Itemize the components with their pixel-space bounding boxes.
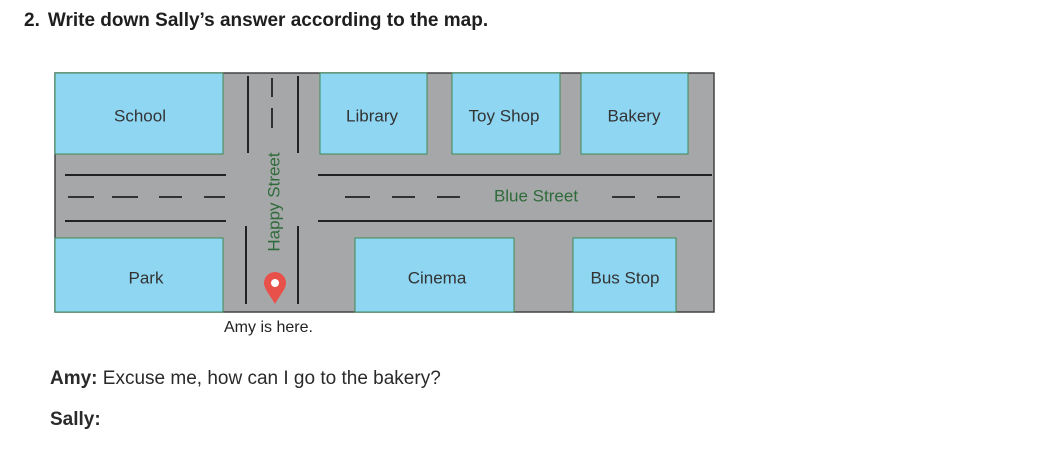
- label-happy-street: Happy Street: [264, 152, 283, 251]
- marker-caption: Amy is here.: [224, 319, 313, 336]
- label-school: School: [114, 106, 166, 125]
- label-library: Library: [346, 106, 398, 125]
- dialogue-text-amy: Excuse me, how can I go to the bakery?: [97, 368, 441, 389]
- dialogue-line-sally: Sally:: [50, 409, 101, 431]
- label-toy-shop: Toy Shop: [469, 106, 540, 125]
- label-bakery: Bakery: [608, 106, 661, 125]
- blue-street-edges: [65, 174, 712, 222]
- label-park: Park: [129, 268, 164, 287]
- block-park: [54, 237, 224, 313]
- label-bus-stop: Bus Stop: [591, 268, 660, 287]
- location-pin-icon: [264, 272, 286, 304]
- block-bakery: [580, 72, 689, 155]
- happy-street-edges: [245, 76, 299, 304]
- block-toy-shop: [451, 72, 561, 155]
- question-number: 2.: [24, 10, 40, 31]
- block-cinema: [354, 237, 515, 313]
- block-school: [54, 72, 224, 155]
- block-library: [319, 72, 428, 155]
- block-bus-stop: [572, 237, 677, 313]
- question-prompt: Write down Sally’s answer according to t…: [47, 10, 489, 31]
- speaker-sally: Sally:: [50, 409, 101, 430]
- label-cinema: Cinema: [408, 268, 467, 287]
- question-title: 2. Write down Sally’s answer according to…: [24, 10, 488, 32]
- speaker-amy: Amy:: [50, 368, 98, 389]
- label-blue-street: Blue Street: [494, 186, 578, 205]
- dialogue-line-amy: Amy: Excuse me, how can I go to the bake…: [50, 368, 441, 390]
